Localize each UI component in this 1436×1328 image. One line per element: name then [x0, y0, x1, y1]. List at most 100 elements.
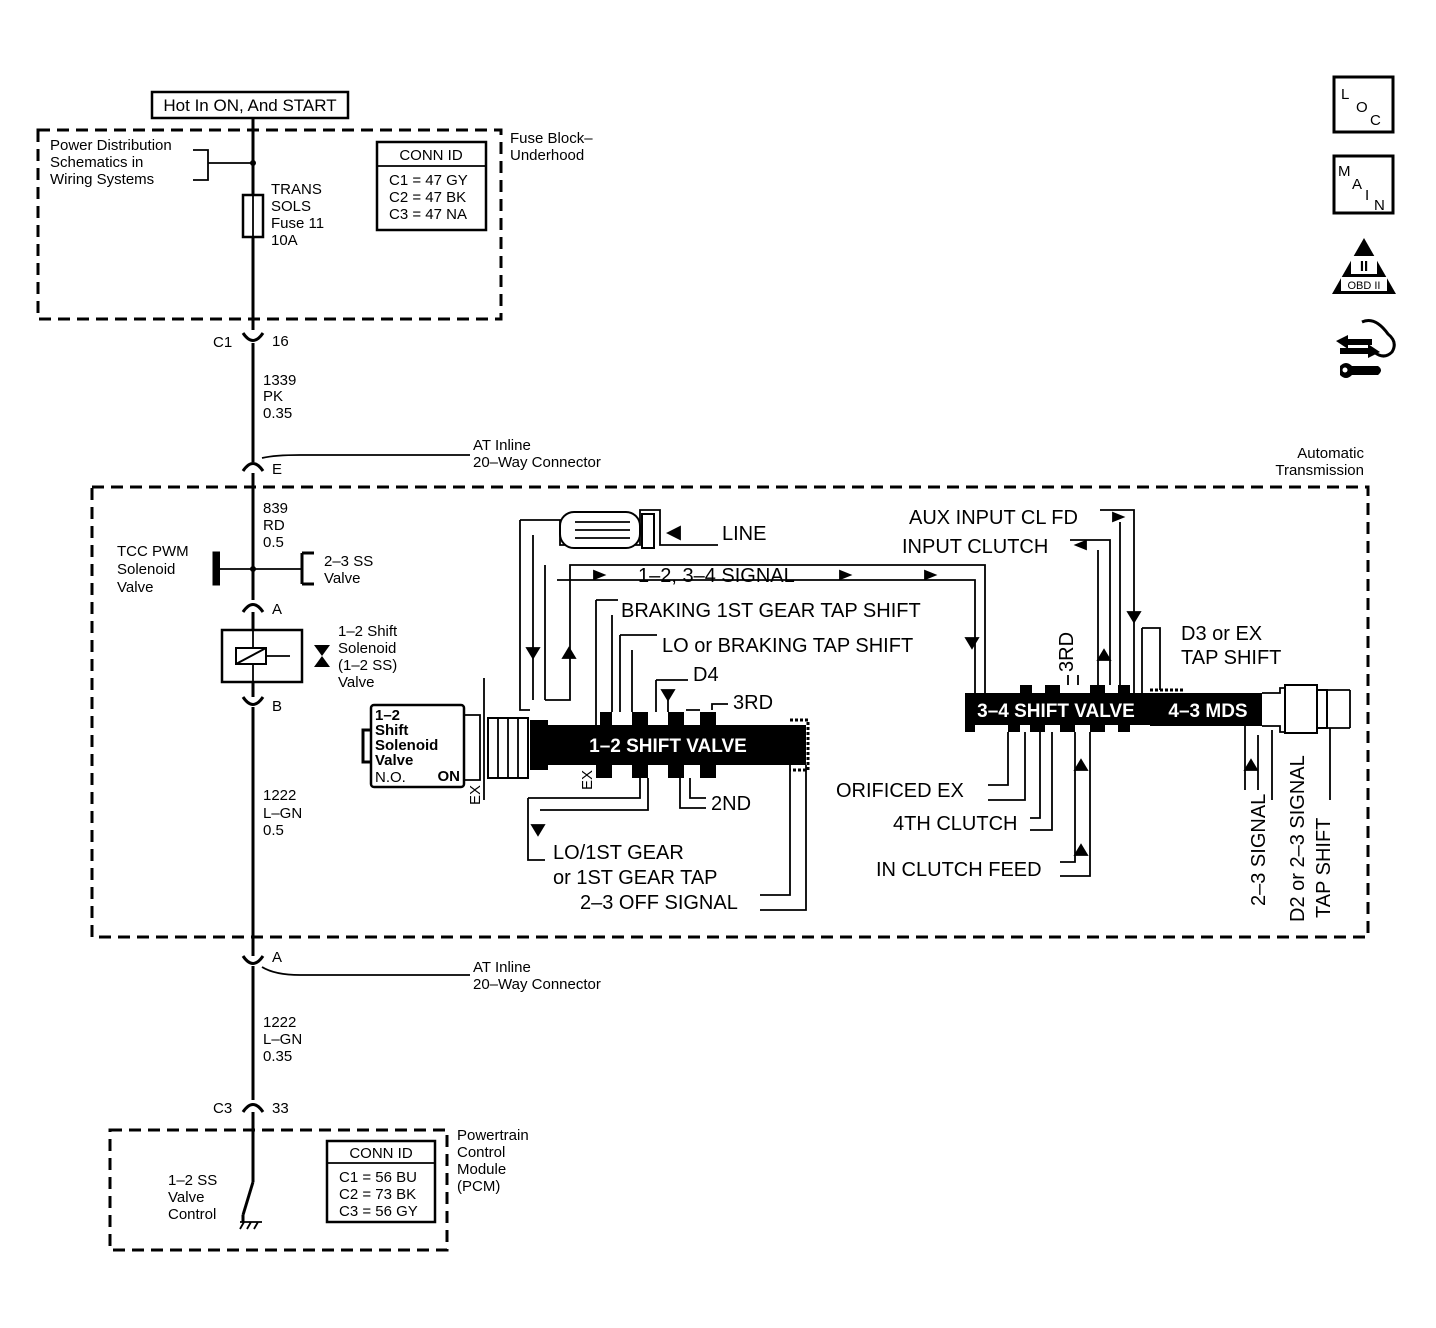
fuse-label: TRANS — [271, 181, 322, 198]
ss23-label: 2–3 SS — [324, 553, 373, 570]
connector-c1: C1 16 — [213, 332, 289, 351]
svg-text:Valve: Valve — [375, 752, 413, 769]
svg-text:10A: 10A — [271, 232, 298, 249]
svg-text:(PCM): (PCM) — [457, 1178, 500, 1195]
svg-text:L–GN: L–GN — [263, 805, 302, 822]
svg-text:20–Way Connector: 20–Way Connector — [473, 454, 601, 471]
pcm-name: Powertrain — [457, 1127, 529, 1144]
svg-text:EX: EX — [467, 785, 484, 805]
pin-a-top — [241, 603, 265, 613]
in-clutch-feed-label: IN CLUTCH FEED — [876, 859, 1042, 881]
svg-text:C3: C3 — [213, 1100, 232, 1117]
tcc-label: TCC PWM — [117, 543, 189, 560]
svg-text:C1 = 47 GY: C1 = 47 GY — [389, 172, 468, 189]
shift-valve-12: 1–2 SHIFT VALVE EX — [530, 712, 810, 790]
wire-1339-label: 1339 — [263, 372, 296, 389]
transmission-box — [90, 485, 1370, 939]
fuse-block-name: Fuse Block– — [510, 130, 593, 147]
orificed-ex-label: ORIFICED EX — [836, 780, 964, 802]
fuse-block-conn-id: CONN ID C1 = 47 GY C2 = 47 BK C3 = 47 NA — [375, 140, 488, 232]
svg-text:I: I — [1365, 187, 1369, 204]
second-label: 2ND — [711, 793, 751, 815]
signal-1234-label: 1–2, 3–4 SIGNAL — [638, 565, 795, 587]
wire-839-label: 839 — [263, 500, 288, 517]
hot-label: Hot In ON, And START — [150, 90, 350, 120]
pin-b — [241, 696, 265, 706]
loc-button[interactable]: L O C — [1332, 75, 1395, 134]
svg-text:Valve: Valve — [168, 1189, 204, 1206]
power-dist-bracket — [193, 149, 253, 181]
svg-text:C2 = 73 BK: C2 = 73 BK — [339, 1186, 416, 1203]
svg-text:C: C — [1370, 112, 1381, 129]
svg-text:Valve: Valve — [338, 674, 374, 691]
svg-text:B: B — [272, 698, 282, 715]
signal-23-label: 2–3 SIGNAL — [1248, 794, 1270, 906]
obd-ii-icon[interactable]: II OBD II — [1332, 238, 1396, 294]
svg-text:C1 = 56 BU: C1 = 56 BU — [339, 1169, 417, 1186]
shift-valve-12-label: 1–2 SHIFT VALVE — [589, 736, 747, 757]
svg-text:EX: EX — [579, 770, 596, 790]
svg-text:OBD II: OBD II — [1347, 280, 1380, 292]
svg-text:0.35: 0.35 — [263, 1048, 292, 1065]
wire-1222-label: 1222 — [263, 787, 296, 804]
main-button[interactable]: M A I N — [1332, 154, 1395, 215]
off-23-label: 2–3 OFF SIGNAL — [580, 892, 738, 914]
svg-text:0.35: 0.35 — [263, 405, 292, 422]
svg-text:C2 = 47 BK: C2 = 47 BK — [389, 189, 466, 206]
line-label: LINE — [722, 523, 766, 545]
switch-icon — [241, 1181, 255, 1216]
svg-text:L–GN: L–GN — [263, 1031, 302, 1048]
svg-text:L: L — [1341, 86, 1349, 103]
wire-1222-b-label: 1222 — [263, 1014, 296, 1031]
pcm-box: Powertrain Control Module (PCM) 1–2 SS V… — [108, 1127, 529, 1252]
svg-text:CONN ID: CONN ID — [349, 1145, 413, 1162]
power-dist-ref: Power Distribution — [50, 137, 172, 154]
svg-text:Control: Control — [457, 1144, 505, 1161]
svg-text:PK: PK — [263, 388, 283, 405]
svg-text:M: M — [1338, 163, 1351, 180]
braking-1st-label: BRAKING 1ST GEAR TAP SHIFT — [621, 600, 921, 622]
lo-braking-label: LO or BRAKING TAP SHIFT — [662, 635, 913, 657]
input-clutch-label: INPUT CLUTCH — [902, 536, 1048, 558]
pcm-conn-id: CONN ID C1 = 56 BU C2 = 73 BK C3 = 56 GY — [325, 1139, 437, 1224]
connector-c3: C3 33 — [213, 1100, 289, 1117]
svg-text:C3 = 47 NA: C3 = 47 NA — [389, 206, 467, 223]
svg-text:Transmission: Transmission — [1275, 462, 1364, 479]
svg-text:Underhood: Underhood — [510, 147, 584, 164]
svg-text:CONN ID: CONN ID — [399, 147, 463, 164]
svg-text:Solenoid: Solenoid — [338, 640, 396, 657]
fourth-clutch-label: 4TH CLUTCH — [893, 813, 1017, 835]
svg-text:0.5: 0.5 — [263, 822, 284, 839]
hot-label-text: Hot In ON, And START — [163, 96, 336, 115]
shift-solenoid-valve: 1–2 Shift Solenoid Valve N.O. ON EX — [361, 678, 529, 805]
svg-text:33: 33 — [272, 1100, 289, 1117]
d2-label: D2 or 2–3 SIGNAL — [1287, 755, 1309, 922]
third-vertical-label: 3RD — [1056, 632, 1078, 672]
svg-text:A: A — [272, 601, 282, 618]
inline-connector-top: E AT Inline 20–Way Connector — [241, 437, 601, 478]
shift-valve-34: 3–4 SHIFT VALVE 4–3 MDS — [965, 684, 1351, 734]
mds-43-label: 4–3 MDS — [1168, 701, 1247, 722]
svg-text:1–2: 1–2 — [375, 707, 400, 724]
svg-text:AT Inline: AT Inline — [473, 437, 531, 454]
svg-text:Fuse 11: Fuse 11 — [271, 215, 324, 232]
svg-text:TAP SHIFT: TAP SHIFT — [1181, 647, 1281, 669]
svg-text:(1–2 SS): (1–2 SS) — [338, 657, 397, 674]
transmission-name: Automatic — [1297, 445, 1364, 462]
shift-valve-34-label: 3–4 SHIFT VALVE — [977, 701, 1135, 722]
svg-text:20–Way Connector: 20–Way Connector — [473, 976, 601, 993]
inline-connector-bottom: A AT Inline 20–Way Connector — [241, 949, 601, 993]
solenoid-symbol — [220, 628, 330, 684]
passages-12 — [519, 509, 986, 911]
svg-text:A: A — [272, 949, 282, 966]
svg-text:SOLS: SOLS — [271, 198, 311, 215]
arrows-wrench-icon[interactable] — [1336, 319, 1396, 379]
d4-label: D4 — [693, 664, 719, 686]
aux-input-label: AUX INPUT CL FD — [909, 507, 1078, 529]
svg-text:C1: C1 — [213, 334, 232, 351]
svg-text:C3 = 56 GY: C3 = 56 GY — [339, 1203, 418, 1220]
svg-text:Valve: Valve — [117, 579, 153, 596]
svg-text:O: O — [1356, 99, 1368, 116]
svg-text:AT Inline: AT Inline — [473, 959, 531, 976]
